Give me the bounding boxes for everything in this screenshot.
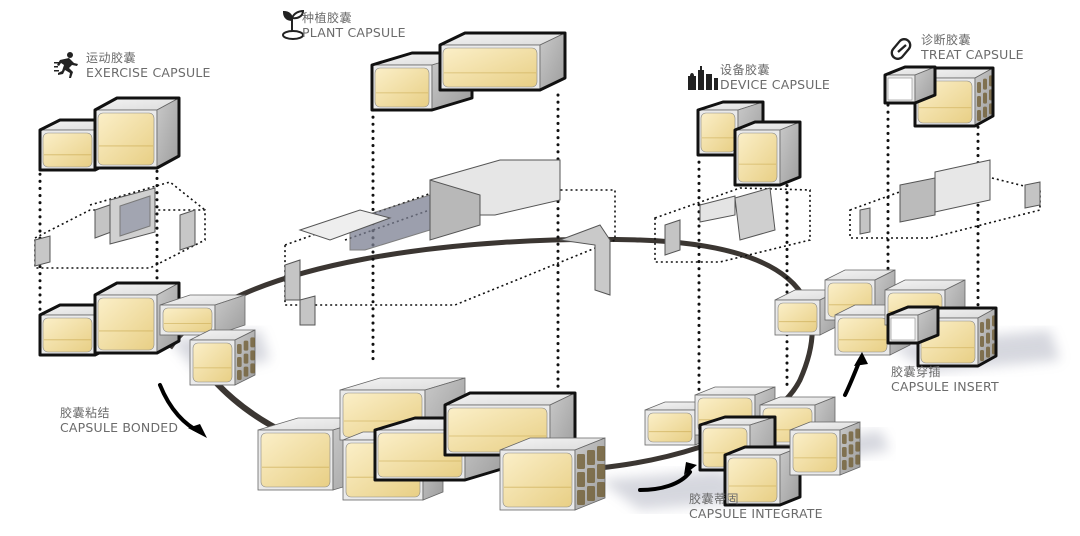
plant-capsule-cn: 种植胶囊 [302, 11, 353, 25]
capsule-insert-label: 胶囊穿插 CAPSULE INSERT [891, 365, 999, 394]
arrow-integrate [638, 470, 692, 492]
plant-capsule-en: PLANT CAPSULE [302, 24, 406, 40]
exercise-capsule-en: EXERCISE CAPSULE [86, 64, 211, 80]
treat-capsule-cn: 诊断胶囊 [921, 33, 972, 47]
device-capsule-cn: 设备胶囊 [720, 63, 771, 77]
cast-shadow [600, 470, 760, 510]
exercise-capsule-large [93, 96, 181, 170]
treat-capsule-en: TREAT CAPSULE [921, 46, 1024, 62]
capsule-integrate-cn: 胶囊蒂固 [689, 492, 740, 506]
device-capsule-lower [733, 120, 802, 187]
factory-icon [688, 66, 718, 90]
capsule-insert-en: CAPSULE INSERT [891, 378, 999, 394]
bonded-plant [159, 294, 246, 336]
device-capsule-label: 设备胶囊 DEVICE CAPSULE [720, 63, 830, 92]
capsule-bonded-label: 胶囊粘结 CAPSULE BONDED [60, 406, 179, 435]
right-exercise [774, 289, 841, 336]
plant-capsule-large [438, 31, 567, 92]
pill-icon [890, 38, 912, 60]
integrated-treat [499, 437, 606, 511]
bonded-treat [189, 329, 256, 386]
right-bridge [886, 305, 940, 345]
capsule-integrate-en: CAPSULE INTEGRATE [689, 505, 823, 521]
treat-capsule-label: 诊断胶囊 TREAT CAPSULE [921, 33, 1024, 62]
frame-slabs [34, 159, 1041, 326]
arrow-heads [188, 352, 868, 475]
capsule-insert-cn: 胶囊穿插 [891, 365, 942, 379]
device-capsule-en: DEVICE CAPSULE [720, 76, 830, 92]
running-person-icon [54, 52, 78, 78]
capsule-bonded-en: CAPSULE BONDED [60, 419, 179, 435]
insert-treat [789, 421, 861, 476]
capsule-bonded-cn: 胶囊粘结 [60, 406, 111, 420]
bonded-exercise-large [93, 281, 181, 355]
treat-capsule-bridge [883, 65, 937, 105]
capsule-integrate-label: 胶囊蒂固 CAPSULE INTEGRATE [689, 492, 823, 521]
sprout-icon [282, 9, 305, 40]
exploded-frames [34, 169, 1041, 306]
exercise-capsule-cn: 运动胶囊 [86, 51, 137, 65]
plant-capsule-label: 种植胶囊 PLANT CAPSULE [302, 11, 406, 40]
exercise-capsule-label: 运动胶囊 EXERCISE CAPSULE [86, 51, 211, 80]
